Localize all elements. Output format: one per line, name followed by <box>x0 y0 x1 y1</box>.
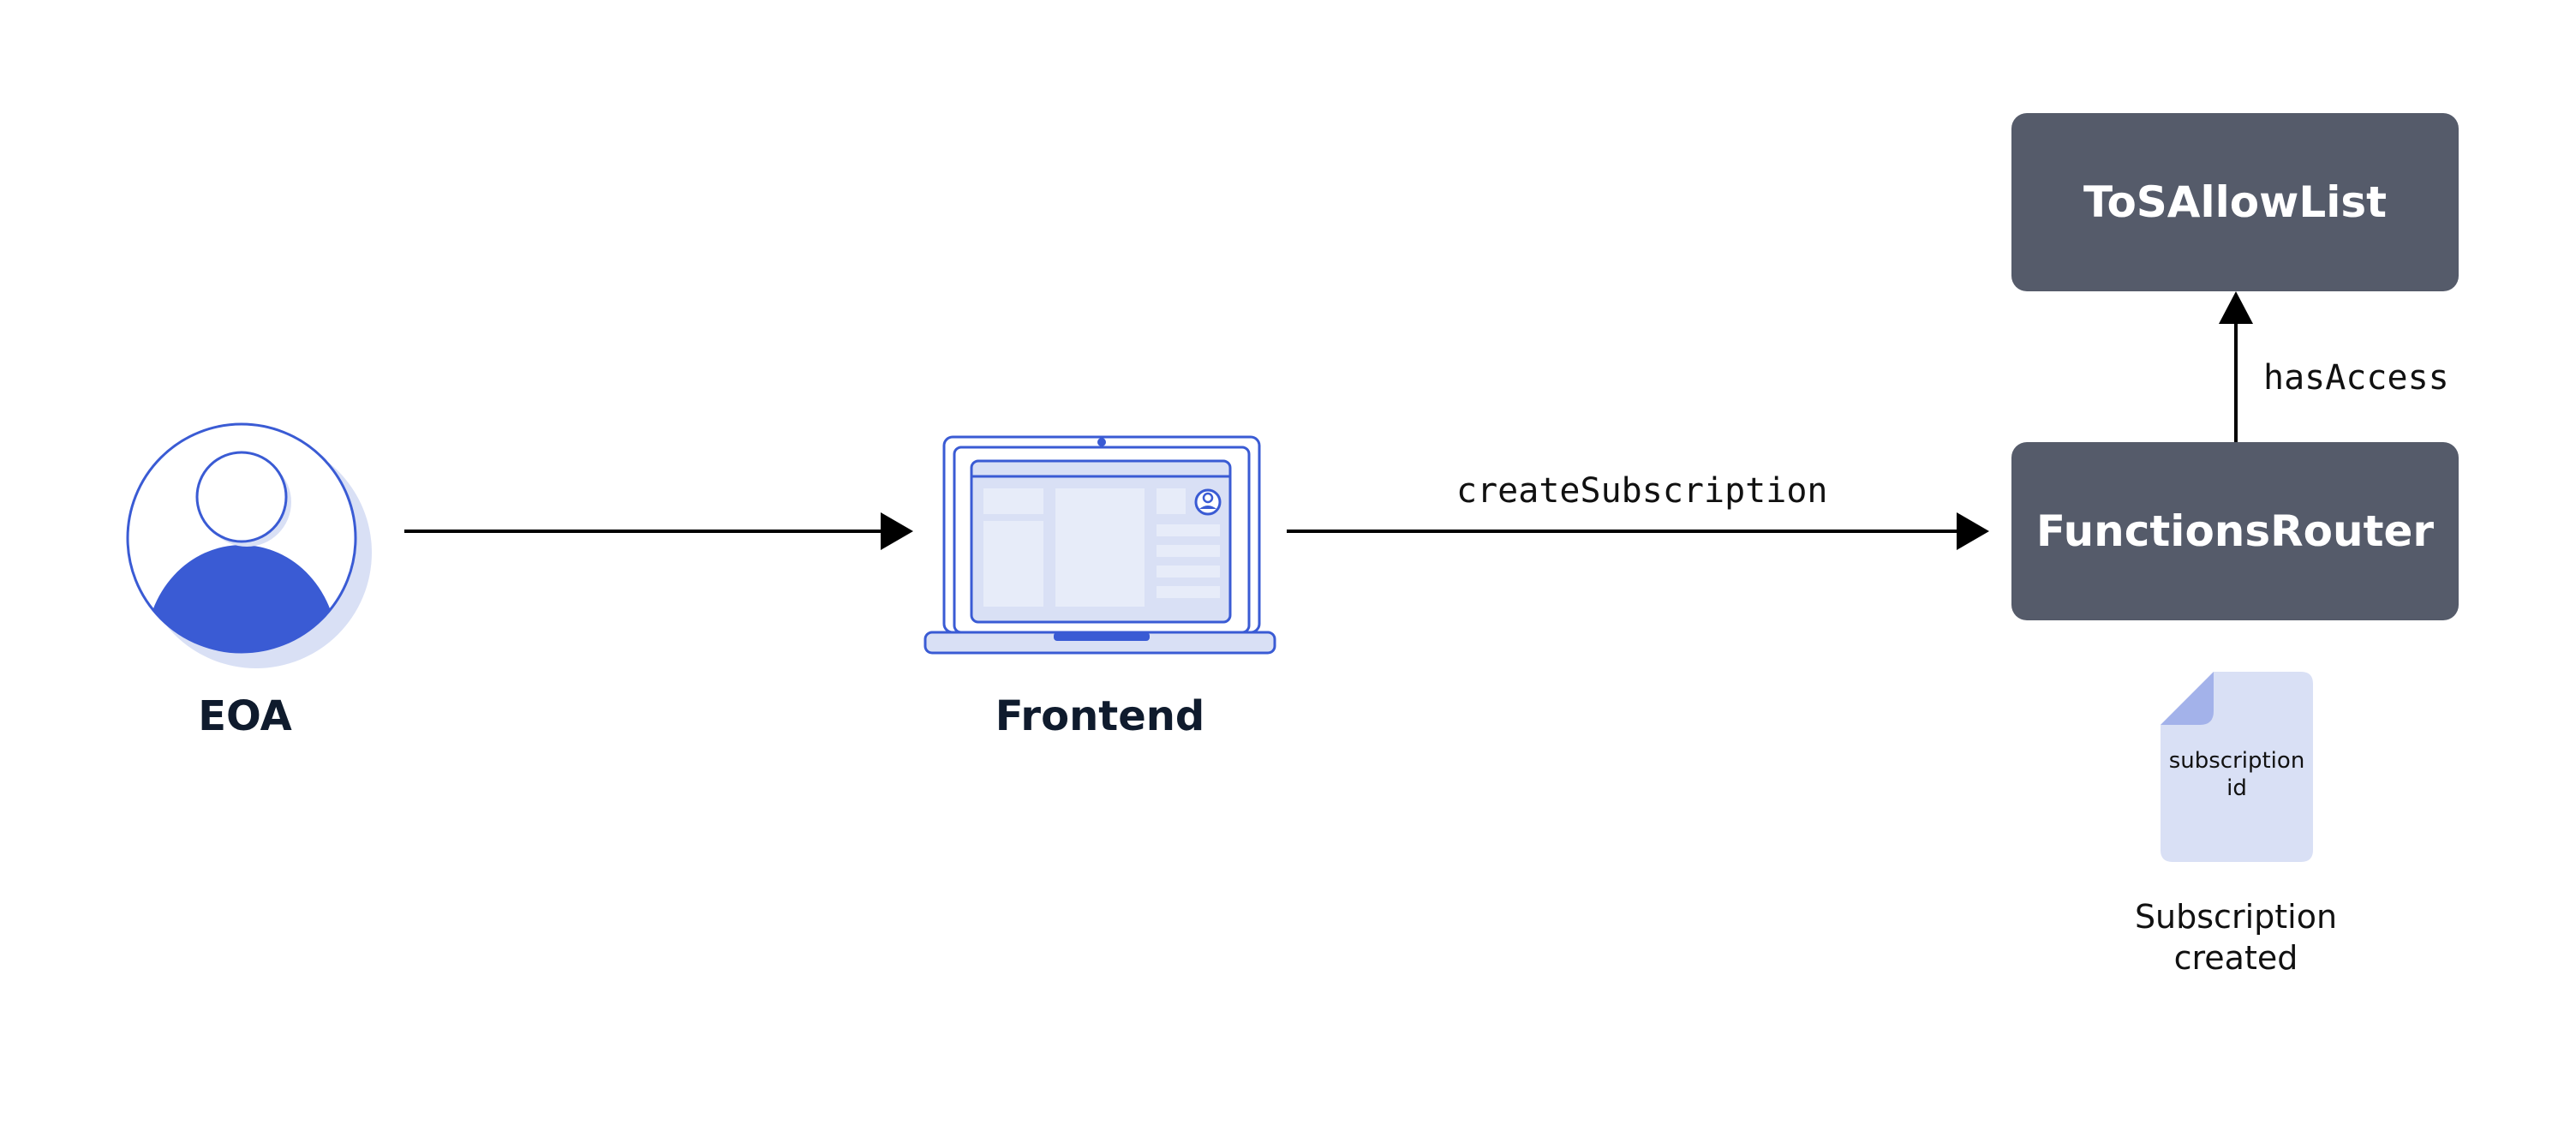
user-avatar-icon <box>126 422 372 668</box>
laptop-icon <box>923 435 1276 655</box>
arrow-router-to-allowlist <box>2219 291 2253 442</box>
caption-line1: Subscription <box>2134 898 2338 936</box>
arrow-frontend-to-router <box>1287 512 1989 550</box>
eoa-label: EOA <box>198 692 292 740</box>
functions-router-box: FunctionsRouter <box>2011 442 2459 620</box>
subscription-created-caption: Subscription created <box>2065 896 2407 978</box>
frontend-label: Frontend <box>995 692 1205 740</box>
arrow-eoa-to-frontend <box>404 512 913 550</box>
tos-allow-list-label: ToSAllowList <box>2083 177 2387 227</box>
create-subscription-label: createSubscription <box>1456 471 1828 511</box>
subscription-id-line2: id <box>2226 775 2247 801</box>
subscription-id-line1: subscription <box>2168 748 2305 774</box>
caption-line2: created <box>2173 939 2298 977</box>
has-access-label: hasAccess <box>2263 358 2449 398</box>
subscription-id-text: subscription id <box>2157 747 2316 802</box>
tos-allow-list-box: ToSAllowList <box>2011 113 2459 291</box>
functions-router-label: FunctionsRouter <box>2035 506 2435 556</box>
document-icon <box>2161 672 2313 862</box>
